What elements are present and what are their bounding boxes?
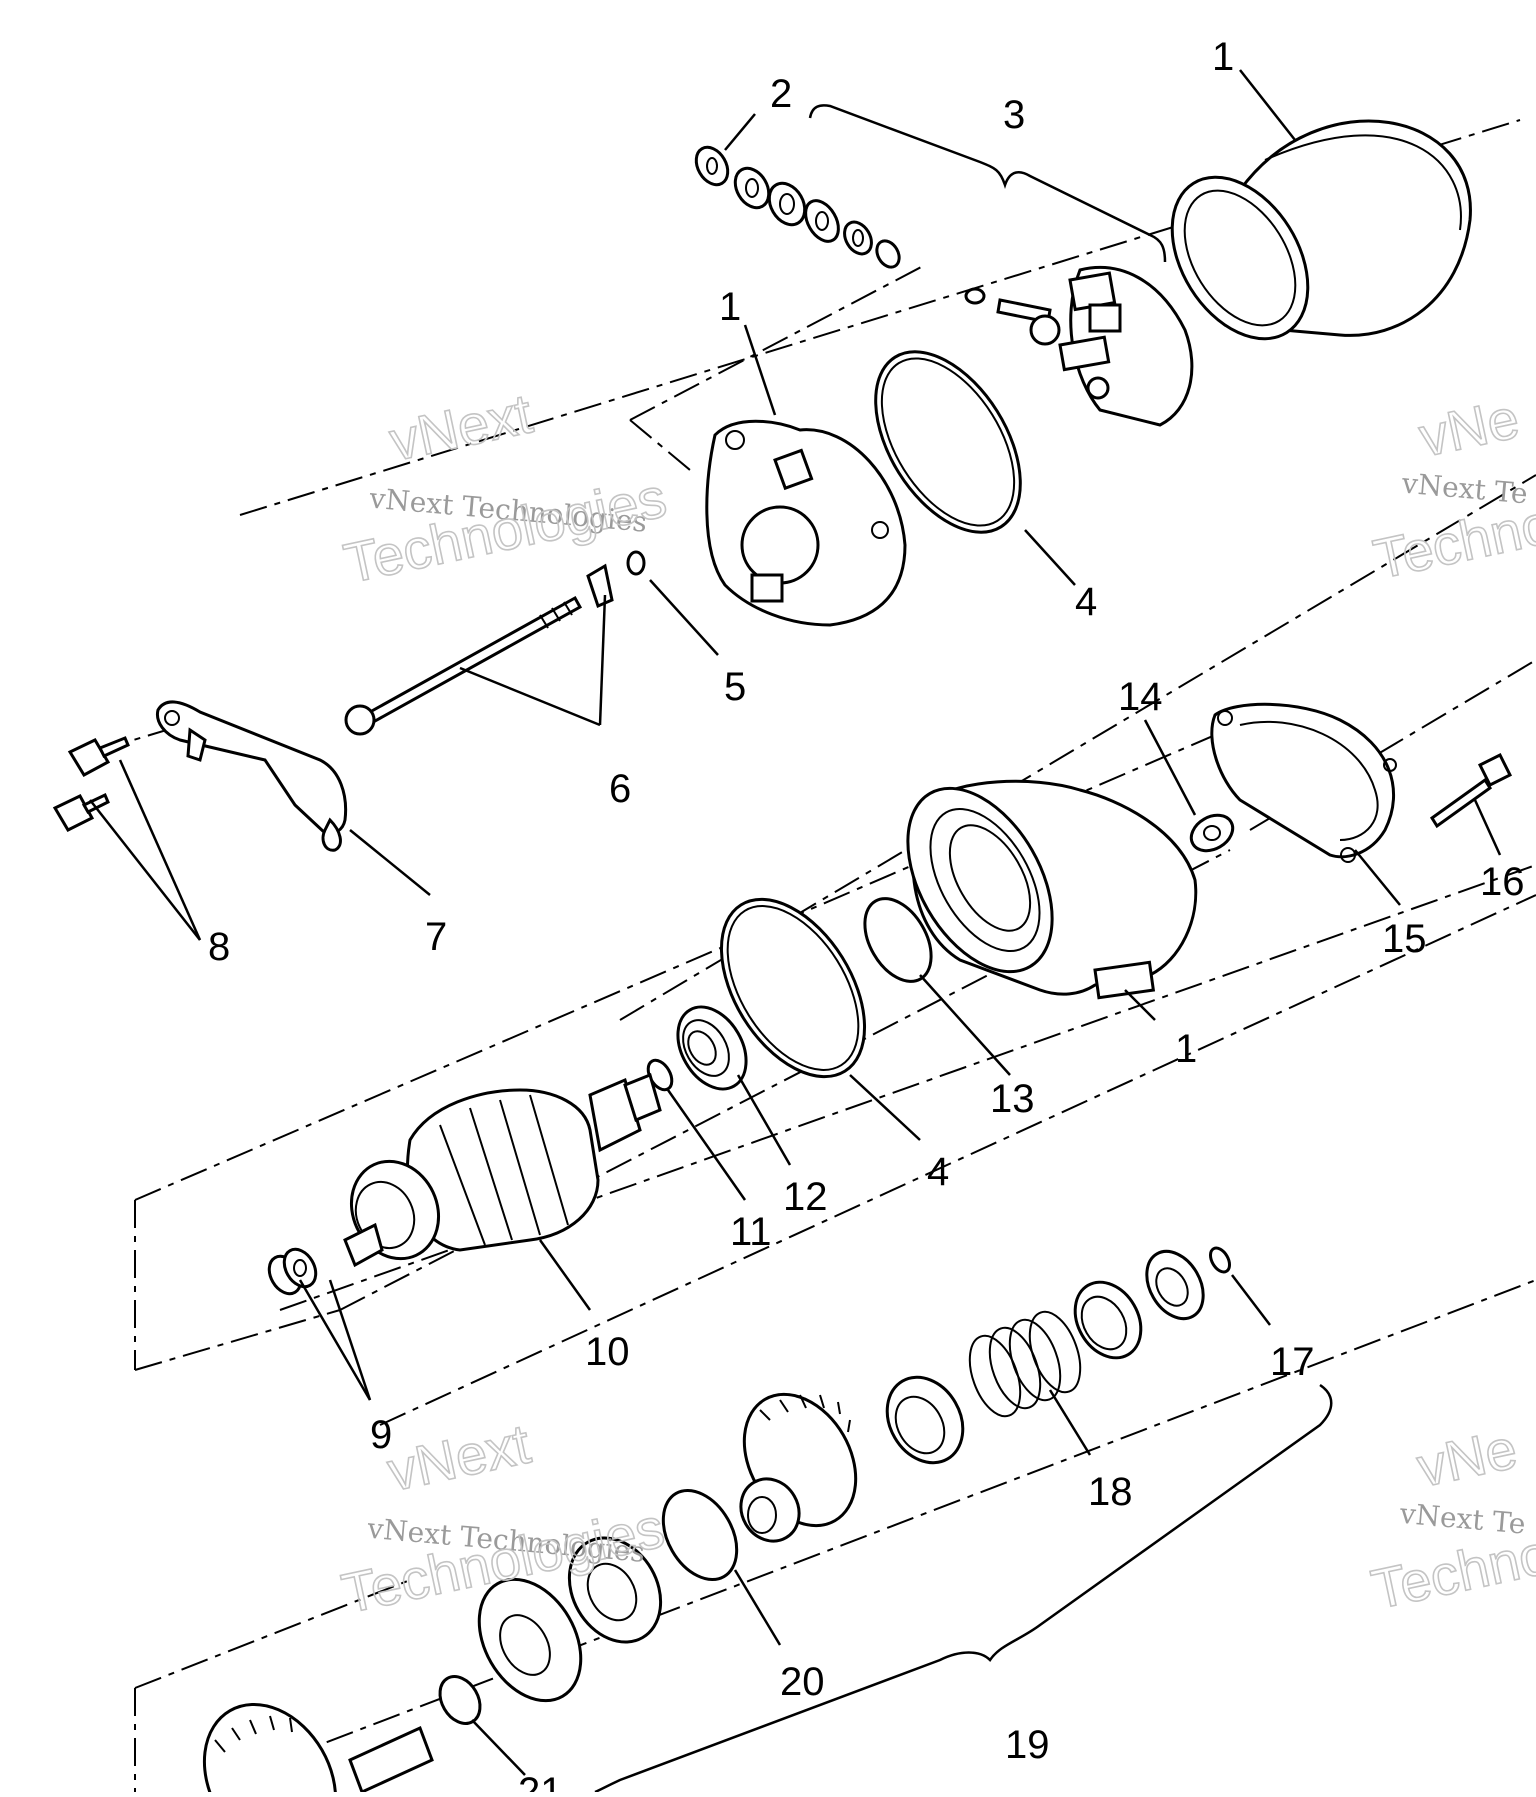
washer-stack [694,145,901,269]
callout-1: 1 [1212,35,1234,79]
callout-5: 5 [724,665,746,709]
washer-14 [1189,813,1235,853]
callout-20: 20 [780,1660,825,1704]
callout-17: 17 [1270,1340,1315,1384]
lock-plate [586,563,614,609]
mounting-bracket [155,700,348,852]
callout-7: 7 [425,915,447,959]
armature [343,1072,662,1268]
watermark-left-top: vNext vNext Technologies Technologies [338,381,672,596]
watermark-partial-big-top: vNe [1414,386,1525,468]
watermark-partial-big-bottom: Techno [1368,492,1536,591]
gasket-15 [1210,702,1397,863]
callout-13: 13 [990,1077,1035,1121]
bolt-16 [1429,752,1513,829]
callout-12: 12 [783,1175,828,1219]
leader-lines [89,69,1502,1776]
washer-14-hole [1203,825,1221,841]
ring-20 [661,1488,739,1582]
o-ring-13 [863,897,933,983]
clutch-parts [885,1246,1231,1465]
o-ring-upper [874,350,1022,534]
callout-19: 19 [1005,1723,1050,1767]
stopper [567,1536,663,1644]
callout-4: 4 [1075,580,1097,624]
bracket-19 [594,1383,1333,1794]
brush-holder-assembly [964,266,1194,427]
clip-21 [438,1675,482,1725]
output-shaft-gear [202,1703,434,1797]
callout-1: 1 [1175,1027,1197,1071]
front-housing [906,779,1198,1000]
washer-5 [626,550,646,576]
callout-10: 10 [585,1330,630,1374]
watermark-partial-big-top: vNe [1412,1417,1523,1499]
callout-4: 4 [927,1150,949,1194]
callout-16: 16 [1480,860,1525,904]
callout-11: 11 [730,1210,772,1254]
o-ring-lower [719,897,867,1079]
washers-9 [267,1247,318,1296]
callout-6: 6 [609,767,631,811]
callout-2: 2 [770,72,792,116]
callout-8: 8 [208,925,230,969]
pinion-gear [739,1392,858,1543]
callout-1: 1 [719,285,741,329]
watermark-partial-big-bottom: Techno [1366,1522,1536,1621]
watermark-right-top: vNe vNext Te Techno [1367,386,1536,592]
bearing-12 [676,1005,748,1091]
callout-21: 21 [518,1770,563,1792]
callout-9: 9 [370,1413,392,1457]
callout-3: 3 [1003,93,1025,137]
washer-plate [477,1577,583,1703]
o-ring-lower-inner [726,905,860,1071]
o-ring-upper-inner [880,357,1016,527]
callout-15: 15 [1382,917,1427,961]
watermark-big-top: vNext [384,381,538,472]
end-cover [705,419,907,627]
callout-14: 14 [1118,675,1163,719]
watermark-big-top: vNext [382,1412,536,1503]
end-housing-cylinder [1170,119,1472,341]
through-bolt [344,595,583,736]
bracket-3 [808,104,1167,263]
watermark-right-bottom: vNe vNext Te Techno [1365,1416,1536,1622]
bolts-8 [52,736,130,832]
callout-18: 18 [1088,1470,1133,1514]
